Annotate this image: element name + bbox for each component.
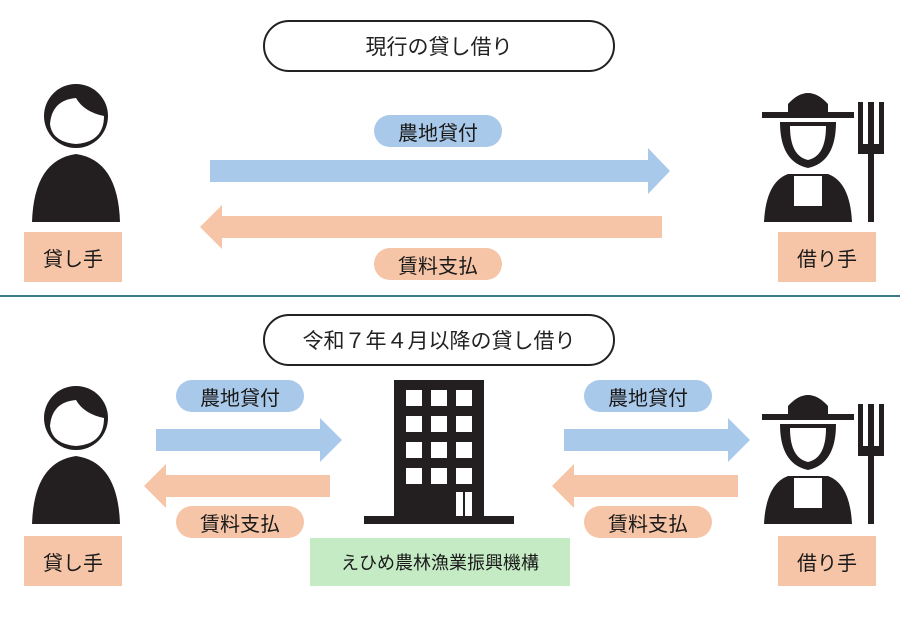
intermediary-label: えひめ農林漁業振興機構	[310, 538, 570, 586]
office-building-icon	[364, 380, 514, 524]
new-left-lend-label-text: 農地貸付	[200, 385, 280, 410]
new-right-rent-label: 賃料支払	[584, 506, 712, 538]
new-borrower-label: 借り手	[778, 536, 876, 586]
new-lender-label-text: 貸し手	[43, 550, 103, 575]
current-rent-label-text: 賃料支払	[398, 253, 478, 278]
farmer-icon	[762, 93, 884, 222]
lender-person-icon	[32, 386, 120, 524]
current-lender-label-text: 貸し手	[43, 246, 103, 271]
new-lender-label: 貸し手	[24, 536, 122, 586]
arrow-right-icon	[210, 148, 670, 194]
arrow-left-icon	[144, 464, 330, 508]
arrow-right-icon	[156, 418, 342, 462]
current-section-title: 現行の貸し借り	[263, 20, 615, 72]
new-right-lend-label-text: 農地貸付	[608, 385, 688, 410]
section-divider	[0, 295, 900, 297]
current-lender-label: 貸し手	[24, 232, 122, 282]
new-borrower-label-text: 借り手	[797, 550, 857, 575]
farmer-icon	[762, 395, 884, 524]
arrow-left-icon	[200, 205, 662, 249]
new-left-rent-label: 賃料支払	[176, 506, 304, 538]
new-title-text: 令和７年４月以降の貸し借り	[302, 329, 576, 353]
current-borrower-label: 借り手	[778, 232, 876, 282]
new-right-lend-label: 農地貸付	[584, 380, 712, 412]
lender-person-icon	[32, 84, 120, 222]
arrow-right-icon	[564, 418, 750, 462]
arrow-left-icon	[552, 464, 738, 508]
current-lend-label-text: 農地貸付	[398, 120, 478, 145]
new-right-rent-label-text: 賃料支払	[608, 511, 688, 536]
new-left-lend-label: 農地貸付	[176, 380, 304, 412]
current-title-text: 現行の貸し借り	[365, 35, 513, 59]
new-left-rent-label-text: 賃料支払	[200, 511, 280, 536]
intermediary-label-text: えひめ農林漁業振興機構	[341, 553, 539, 574]
current-rent-label: 賃料支払	[374, 248, 502, 280]
current-borrower-label-text: 借り手	[797, 246, 857, 271]
new-section-title: 令和７年４月以降の貸し借り	[263, 314, 615, 366]
current-lend-label: 農地貸付	[374, 115, 502, 147]
